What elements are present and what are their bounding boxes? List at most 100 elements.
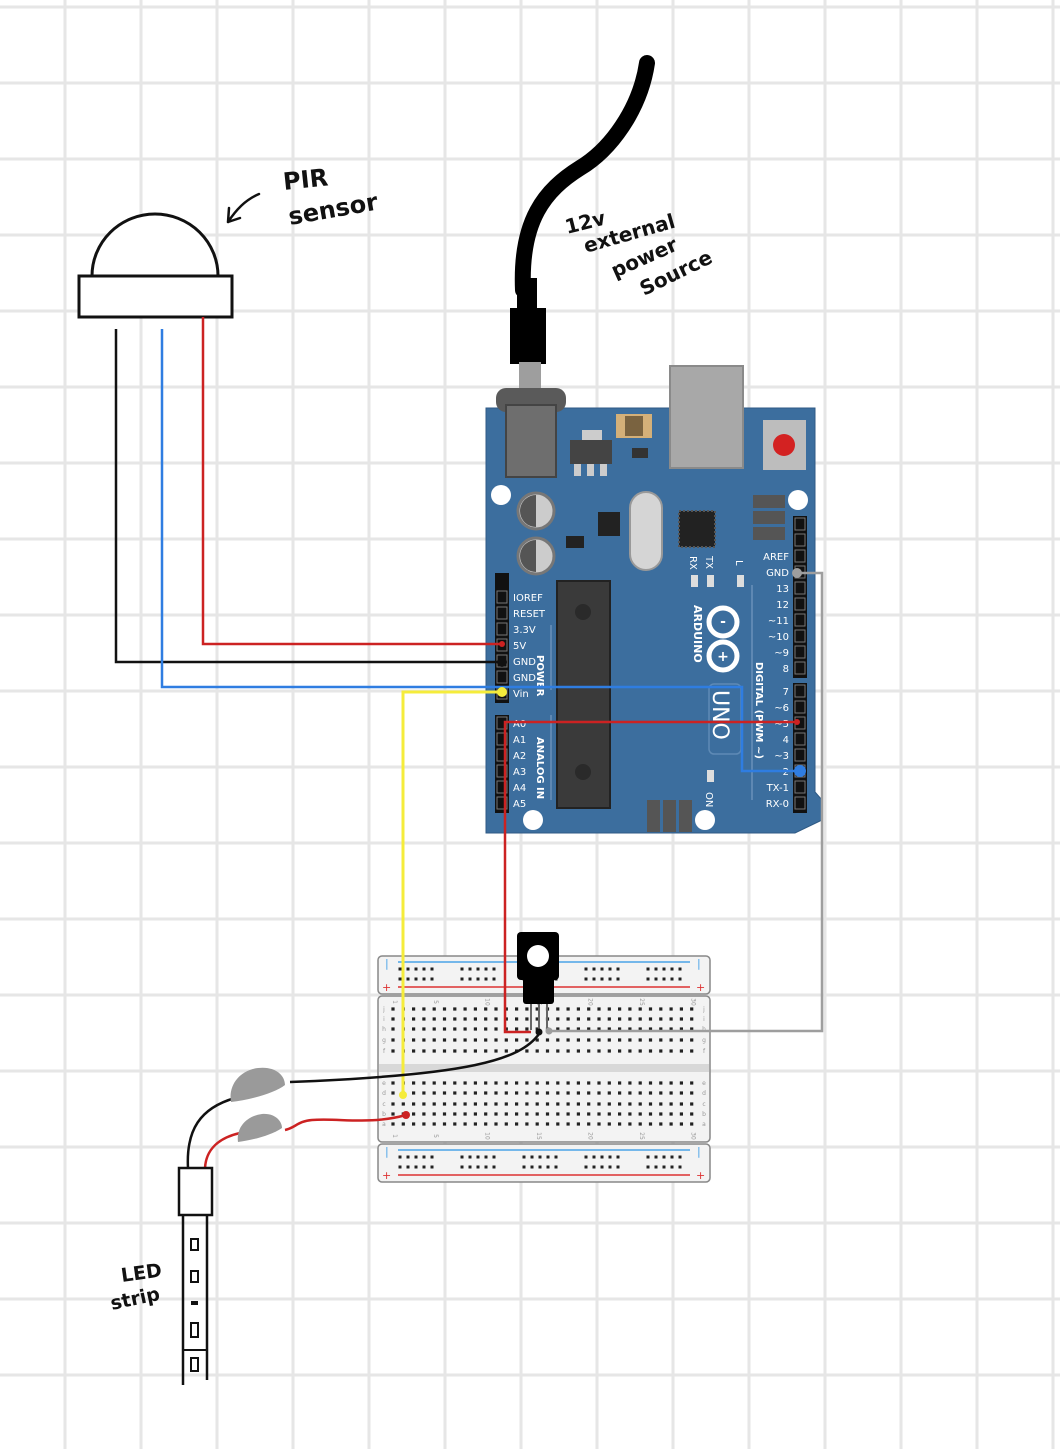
rail-hole <box>646 1155 650 1159</box>
breadboard-hole <box>669 1049 673 1053</box>
breadboard-hole <box>618 1017 622 1021</box>
rail-hole <box>678 1165 682 1169</box>
pin-dot <box>497 687 507 697</box>
breadboard-hole <box>597 1049 601 1053</box>
breadboard-hole <box>618 1091 622 1095</box>
wire-breadboard-led-plus[interactable] <box>284 1113 407 1132</box>
plug-tip <box>519 362 541 392</box>
rail-hole <box>678 977 682 981</box>
breadboard-hole <box>453 1091 457 1095</box>
header-pin <box>794 517 806 531</box>
breadboard-hole <box>566 1027 570 1031</box>
breadboard-hole <box>690 1081 694 1085</box>
wire-pir-gnd[interactable] <box>114 329 502 664</box>
breadboard-hole <box>463 1038 467 1042</box>
breadboard-hole <box>556 1049 560 1053</box>
breadboard-hole <box>618 1038 622 1042</box>
breadboard-hole <box>504 1122 508 1126</box>
breadboard-hole <box>607 1027 611 1031</box>
rail-hole <box>546 1155 550 1159</box>
breadboard-hole <box>607 1102 611 1106</box>
breadboard-hole <box>690 1017 694 1021</box>
breadboard-hole <box>463 1007 467 1011</box>
breadboard-hole <box>442 1038 447 1042</box>
ic-small <box>598 512 620 536</box>
rail-hole <box>460 977 464 981</box>
wire-led-strip-plus[interactable] <box>203 1131 241 1169</box>
breadboard-hole <box>669 1017 673 1021</box>
breadboard-hole <box>628 1049 632 1053</box>
rail-hole <box>484 977 488 981</box>
breadboard-hole <box>412 1122 416 1126</box>
led-chip <box>190 1322 199 1338</box>
breadboard: ||++||++115510101515202025253030jjiihhgg… <box>377 955 711 1183</box>
wire-gnd-source[interactable] <box>547 571 824 1033</box>
breadboard-hole <box>556 1091 560 1095</box>
breadboard-hole <box>504 1102 508 1106</box>
breadboard-hole <box>648 1102 653 1106</box>
breadboard-hole <box>504 1027 508 1031</box>
breadboard-hole <box>442 1112 447 1116</box>
breadboard-hole <box>679 1017 683 1021</box>
wire-vin-breadboard[interactable] <box>401 690 502 1095</box>
column-number: 1 <box>391 1000 398 1004</box>
rail-hole <box>484 1165 488 1169</box>
rail-hole <box>468 1155 472 1159</box>
breadboard-hole <box>453 1049 457 1053</box>
wire-pir-out-pin2[interactable] <box>160 329 800 773</box>
breadboard-hole <box>463 1102 467 1106</box>
rail-minus-label: | <box>697 957 701 970</box>
rail-hole <box>608 967 612 971</box>
header-pin <box>794 629 806 643</box>
breadboard-holes <box>391 967 694 1169</box>
breadboard-hole <box>566 1081 570 1085</box>
breadboard-hole <box>545 1049 550 1053</box>
breadboard-hole <box>576 1091 580 1095</box>
mounting-hole <box>695 810 715 830</box>
plug-neck <box>517 278 537 310</box>
breadboard-hole <box>628 1091 632 1095</box>
breadboard-hole <box>545 1091 550 1095</box>
breadboard-hole <box>391 1038 395 1042</box>
rail-hole <box>468 1165 472 1169</box>
rail-hole <box>522 1165 526 1169</box>
pir-annotation: PIR sensor <box>226 163 380 231</box>
header-pin <box>495 573 509 589</box>
breadboard-hole <box>535 1081 539 1085</box>
wire-led-strip-minus[interactable] <box>186 1096 236 1169</box>
wire-pir-vcc-5v[interactable] <box>201 317 502 646</box>
pin-label: A1 <box>513 735 526 746</box>
rail-hole <box>608 1155 612 1159</box>
label-l: L <box>733 560 744 566</box>
breadboard-hole <box>576 1049 580 1053</box>
pin-label: 5V <box>513 641 526 652</box>
row-letter: g <box>702 1037 706 1044</box>
rail-hole <box>554 1155 558 1159</box>
breadboard-hole <box>442 1049 447 1053</box>
breadboard-hole <box>576 1017 580 1021</box>
breadboard-hole <box>566 1007 570 1011</box>
led-chip <box>190 1238 199 1251</box>
breadboard-hole <box>504 1038 508 1042</box>
breadboard-hole <box>659 1038 663 1042</box>
digital-header-title: DIGITAL (PWM ~) <box>753 662 764 759</box>
wire-pin5-gate[interactable] <box>503 720 797 1034</box>
breadboard-hole <box>515 1122 519 1126</box>
breadboard-hole <box>442 1017 447 1021</box>
breadboard-hole <box>484 1112 488 1116</box>
breadboard-hole <box>556 1122 560 1126</box>
breadboard-hole <box>432 1091 436 1095</box>
pin-dot <box>545 1027 553 1035</box>
breadboard-hole <box>659 1102 663 1106</box>
breadboard-hole <box>515 1081 519 1085</box>
breadboard-hole <box>535 1112 539 1116</box>
pin-label: 8 <box>783 664 789 675</box>
transistor-smd <box>632 448 648 458</box>
wire-drain-led-minus[interactable] <box>289 1033 541 1084</box>
breadboard-hole <box>453 1027 457 1031</box>
breadboard-hole <box>515 1038 519 1042</box>
breadboard-hole <box>391 1017 395 1021</box>
reset-button[interactable] <box>773 434 795 456</box>
rail-hole <box>414 1155 418 1159</box>
breadboard-hole <box>391 1007 395 1011</box>
